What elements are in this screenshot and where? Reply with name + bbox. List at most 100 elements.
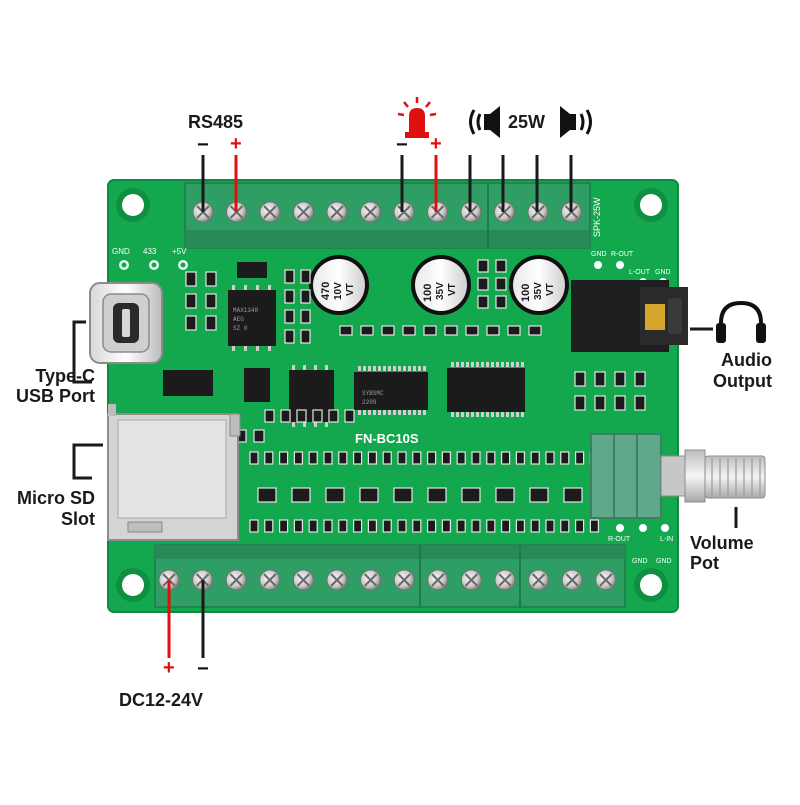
smd-component xyxy=(367,451,377,465)
top-screw-terminal xyxy=(326,201,348,223)
smd-component xyxy=(589,519,600,533)
smd-component xyxy=(456,451,466,465)
svg-text:SZ 0: SZ 0 xyxy=(233,325,248,332)
spk-label: SPK-25W xyxy=(592,197,602,237)
micro-sd-label-line2: Slot xyxy=(61,509,95,529)
smd-component xyxy=(427,519,437,533)
smd-component xyxy=(325,487,345,503)
capacitor-100uf-right: 100 35V VT xyxy=(509,255,569,315)
diode-black xyxy=(163,370,213,396)
top-screw-terminal xyxy=(293,201,314,223)
smd-component xyxy=(515,519,526,533)
smd-component xyxy=(574,519,585,533)
silk-gnd-r2: GND xyxy=(655,269,671,276)
rs485-label: RS485 xyxy=(188,112,244,132)
bottom-screw-terminal xyxy=(595,569,617,591)
smd-component xyxy=(461,487,481,503)
silk-lin: L-IN xyxy=(660,536,673,543)
smd-component xyxy=(507,325,521,336)
volume-potentiometer xyxy=(590,433,766,519)
bottom-screw-terminal xyxy=(427,569,449,591)
svg-text:470: 470 xyxy=(320,282,332,300)
silk-gnd-r4: GND xyxy=(656,558,672,565)
svg-text:10V: 10V xyxy=(333,282,344,300)
smd-component xyxy=(594,371,606,387)
svg-text:100: 100 xyxy=(520,284,532,302)
smd-component xyxy=(284,269,295,284)
smd-component xyxy=(279,519,289,533)
svg-text:2209: 2209 xyxy=(362,399,377,406)
silk-gnd-r3: GND xyxy=(632,558,648,565)
smd-component xyxy=(300,269,311,284)
capacitor-100uf-left: 100 35V VT xyxy=(411,255,471,315)
smd-component xyxy=(614,371,626,387)
smd-component xyxy=(264,519,274,533)
bottom-screw-terminal xyxy=(326,569,348,591)
smd-component xyxy=(308,519,318,533)
smd-component xyxy=(328,409,339,423)
smd-component xyxy=(293,519,303,533)
smd-component xyxy=(279,451,289,465)
smd-component xyxy=(312,409,323,423)
silk-gnd-top-left: GND xyxy=(112,247,130,256)
silk-rout-r1: R-OUT xyxy=(611,251,634,258)
smd-component xyxy=(471,519,481,533)
bottom-screw-terminal xyxy=(225,569,247,591)
ic-right-chip xyxy=(447,368,525,412)
smd-component xyxy=(574,451,585,465)
smd-component xyxy=(284,329,295,344)
smd-component xyxy=(614,395,626,411)
silk-rout-r2: R-OUT xyxy=(608,536,631,543)
rs485-plus-sign: + xyxy=(230,133,242,155)
svg-text:VT: VT xyxy=(545,283,556,296)
smd-component xyxy=(360,325,374,336)
smd-component xyxy=(465,325,479,336)
board-model-label: FN-BC10S xyxy=(355,431,419,446)
smd-component xyxy=(545,451,555,465)
ic-small-top xyxy=(237,262,267,278)
smd-component xyxy=(515,451,526,465)
smd-component xyxy=(382,519,392,533)
smd-component xyxy=(323,519,333,533)
svg-text:100: 100 xyxy=(422,284,434,302)
dc-input-label: DC12-24V xyxy=(119,690,204,710)
smd-component xyxy=(367,519,377,533)
bottom-screw-terminal xyxy=(259,569,281,591)
svg-text:MAX1348: MAX1348 xyxy=(233,307,259,314)
smd-component xyxy=(594,395,606,411)
smd-component xyxy=(634,395,646,411)
smd-component xyxy=(560,519,570,533)
smd-component xyxy=(353,451,363,465)
type-c-label-line1: Type-C xyxy=(35,366,95,386)
alarm-minus-sign: − xyxy=(396,134,408,156)
smd-component xyxy=(545,519,555,533)
smd-component xyxy=(253,429,265,443)
wires xyxy=(72,155,738,658)
ic-regulator xyxy=(244,368,270,402)
svg-text:AEG: AEG xyxy=(233,316,244,323)
speaker-right-icon xyxy=(560,106,592,138)
silk-433: 433 xyxy=(143,247,157,256)
smd-component xyxy=(486,451,496,465)
smd-component xyxy=(634,371,646,387)
capacitor-470uf: 470 10V VT xyxy=(309,255,369,315)
silk-5v: +5V xyxy=(172,247,187,256)
bottom-screw-terminal xyxy=(561,569,583,591)
smd-component xyxy=(205,293,217,309)
smd-component xyxy=(353,519,363,533)
smd-component xyxy=(284,309,295,324)
smd-component xyxy=(501,519,511,533)
speaker-left-icon xyxy=(469,106,500,138)
smd-component xyxy=(382,451,392,465)
bottom-screw-terminal xyxy=(460,569,482,591)
smd-component xyxy=(427,451,437,465)
smd-component xyxy=(323,451,333,465)
top-screw-terminal xyxy=(259,201,281,223)
smd-component xyxy=(477,277,489,291)
smd-component xyxy=(441,519,451,533)
alarm-light-icon xyxy=(397,97,437,138)
smd-component xyxy=(528,325,542,336)
svg-text:35V: 35V xyxy=(533,282,544,300)
smd-component xyxy=(359,487,379,503)
